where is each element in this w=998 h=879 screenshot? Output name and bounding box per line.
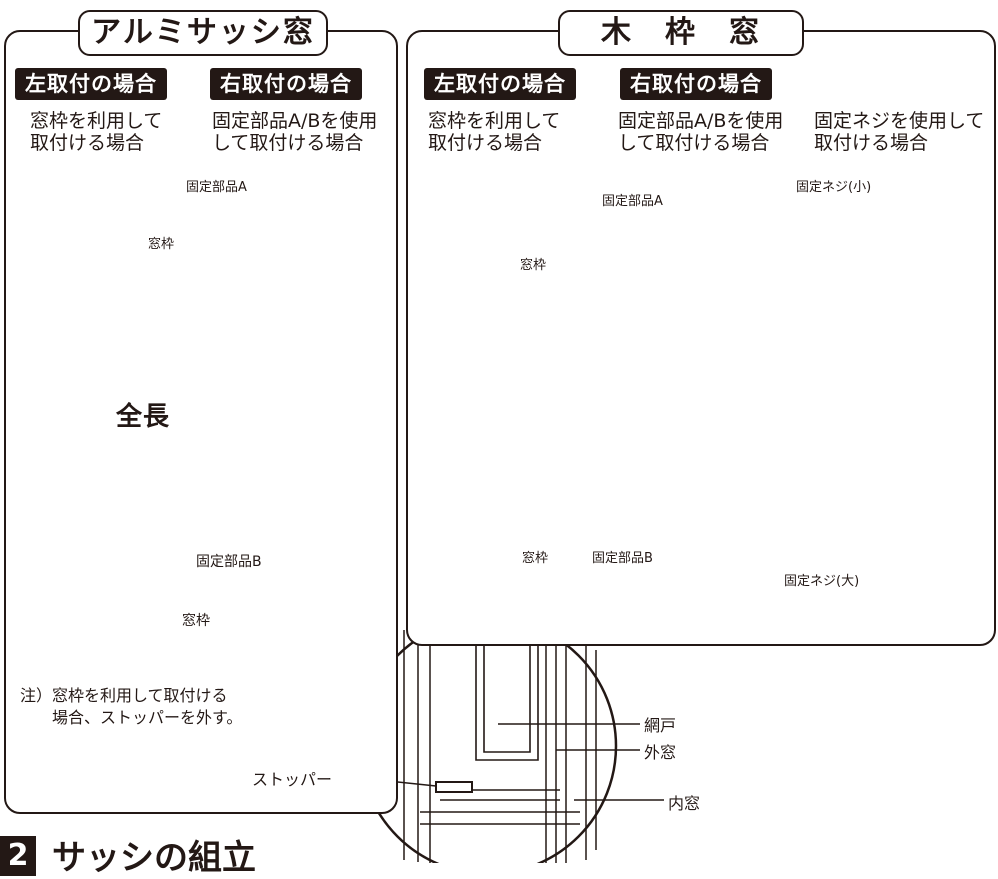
alum-left-mount-tag: 左取付の場合	[15, 68, 167, 100]
wood-part-a-label: 固定部品A	[602, 194, 663, 209]
outer-window-label: 外窓	[644, 743, 677, 762]
wood-mid-desc: 固定部品A/Bを使用 して取付ける場合	[618, 110, 784, 154]
alum-frame-top-label: 窓枠	[148, 237, 175, 252]
wood-screw-small-label: 固定ネジ(小)	[796, 180, 872, 195]
alum-frame-bottom-label: 窓枠	[182, 613, 210, 629]
section-number: 2	[0, 836, 36, 876]
wood-frame-top-label: 窓枠	[520, 258, 547, 273]
inner-window-label: 内窓	[668, 794, 701, 813]
screen-door-label: 網戸	[644, 716, 677, 735]
aluminum-sash-title: アルミサッシ窓	[78, 10, 328, 56]
total-length-label: 全長	[116, 402, 171, 432]
stopper-note: 注）窓枠を利用して取付ける 場合、ストッパーを外す。	[20, 686, 243, 727]
wood-window-title: 木 枠 窓	[558, 10, 804, 56]
wood-left-mount-tag: 左取付の場合	[424, 68, 576, 100]
wood-frame-bottom-label: 窓枠	[522, 551, 549, 566]
wood-right-desc: 固定ネジを使用して 取付ける場合	[814, 110, 985, 154]
wood-part-b-label: 固定部品B	[592, 551, 653, 566]
alum-right-mount-tag: 右取付の場合	[210, 68, 362, 100]
alum-part-b-label: 固定部品B	[196, 554, 262, 570]
stopper-label: ストッパー	[252, 770, 333, 789]
aluminum-sash-panel	[4, 30, 398, 814]
wood-left-desc: 窓枠を利用して 取付ける場合	[428, 110, 561, 154]
section-title: サッシの組立	[52, 838, 256, 878]
wood-right-mount-tag: 右取付の場合	[620, 68, 772, 100]
alum-left-desc: 窓枠を利用して 取付ける場合	[30, 110, 163, 154]
wood-window-panel	[406, 30, 996, 646]
wood-screw-large-label: 固定ネジ(大)	[784, 574, 860, 589]
alum-right-desc: 固定部品A/Bを使用 して取付ける場合	[212, 110, 378, 154]
alum-part-a-label: 固定部品A	[186, 180, 247, 195]
